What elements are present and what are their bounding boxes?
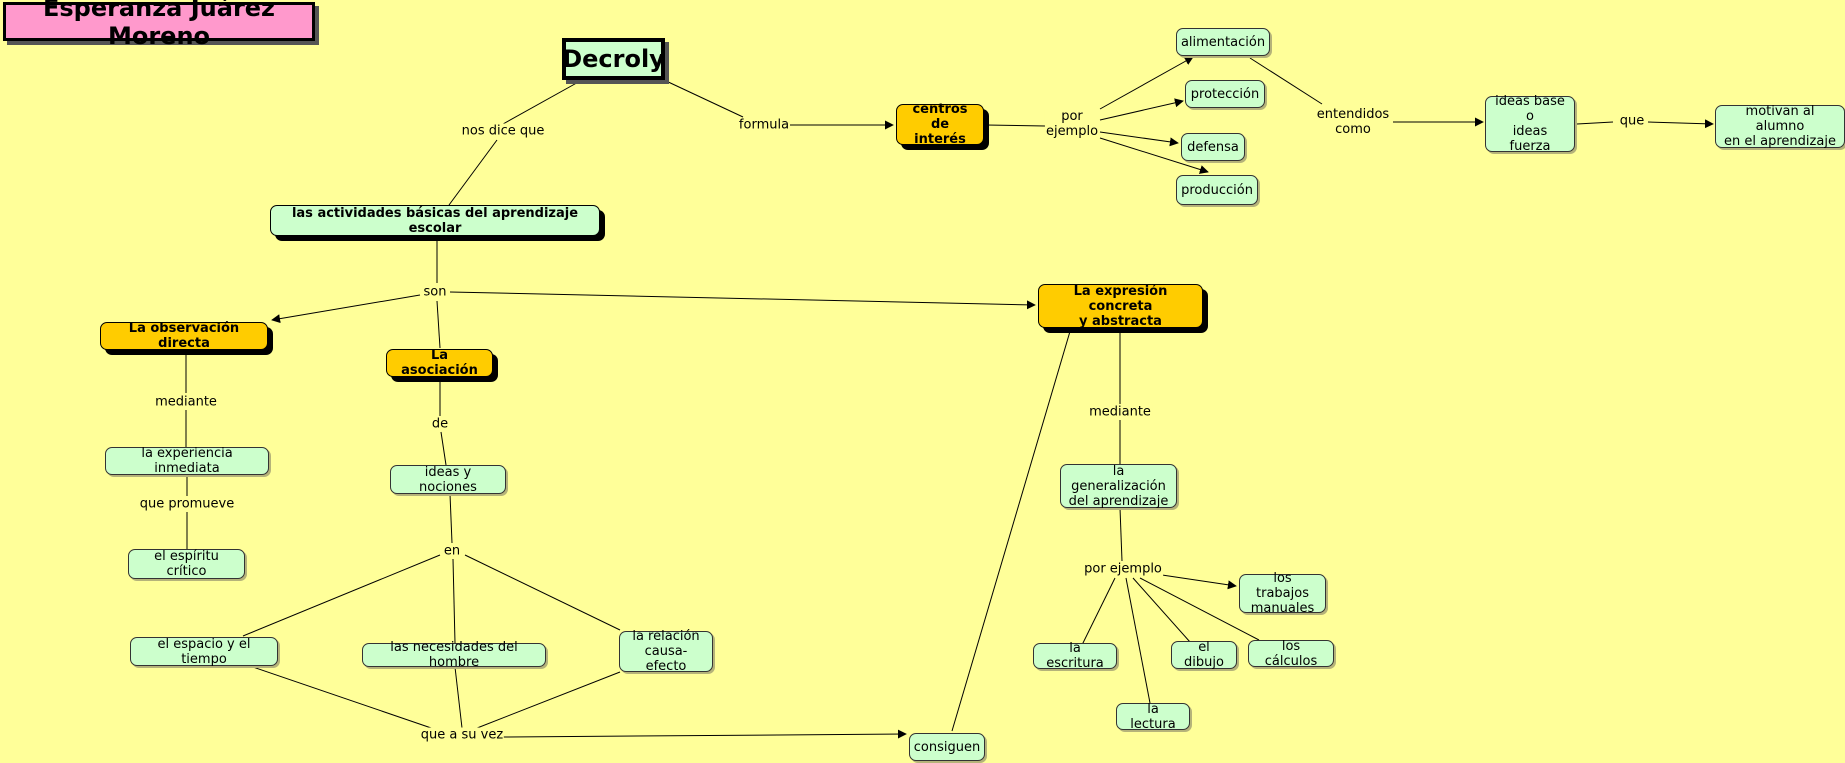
author-title: Esperanza Juárez Moreno (3, 0, 315, 50)
connector-line (454, 666, 463, 729)
connector-line (1099, 131, 1179, 147)
concept-necesidades-del-hombre[interactable]: las necesidades del hombre (362, 640, 546, 670)
concept-expresion-concreta[interactable]: La expresión concreta y abstracta (1038, 284, 1203, 329)
concept-lectura[interactable]: la lectura (1116, 702, 1190, 732)
concept-actividades-basicas[interactable]: las actividades básicas del aprendizaje … (270, 205, 600, 236)
link-de[interactable]: de (430, 416, 450, 432)
connector-line (1125, 577, 1151, 704)
link-en[interactable]: en (442, 543, 462, 559)
concept-observacion-directa[interactable]: La observación directa (100, 321, 268, 351)
link-por-ejemplo-generalizacion[interactable]: por ejemplo (1083, 561, 1163, 577)
connector-line (1161, 574, 1237, 590)
concept-consiguen[interactable]: consiguen (909, 733, 985, 761)
connector-line (436, 300, 441, 349)
connector-line (951, 327, 1072, 732)
connector-line (449, 291, 1036, 310)
concept-proteccion[interactable]: protección (1185, 80, 1265, 108)
concept-trabajos-manuales[interactable]: los trabajos manuales (1239, 571, 1326, 616)
concept-escritura[interactable]: la escritura (1033, 641, 1117, 671)
link-nos-dice-que[interactable]: nos dice que (460, 123, 546, 139)
concept-produccion[interactable]: producción (1176, 175, 1258, 205)
concept-ideas-y-nociones[interactable]: ideas y nociones (390, 465, 506, 495)
concept-generalizacion[interactable]: la generalización del aprendizaje (1060, 464, 1177, 509)
concept-defensa[interactable]: defensa (1181, 133, 1245, 161)
connector-line (1139, 577, 1260, 641)
concept-calculos[interactable]: los cálculos (1248, 639, 1334, 669)
link-mediante-expresion[interactable]: mediante (1088, 404, 1152, 420)
connector-line (242, 554, 441, 637)
connector-line (1099, 137, 1209, 174)
concept-motivan-al-alumno[interactable]: motivan al alumno en el aprendizaje (1715, 104, 1845, 149)
connector-line (448, 139, 498, 206)
concept-asociacion[interactable]: La asociación (386, 348, 493, 378)
concept-decroly[interactable]: Decroly (562, 38, 665, 80)
link-que[interactable]: que (1618, 113, 1646, 129)
concept-experiencia-inmediata[interactable]: la experiencia inmediata (105, 446, 269, 476)
connector-line (471, 671, 621, 731)
link-que-promueve[interactable]: que promueve (138, 496, 236, 512)
connector-line (464, 554, 621, 631)
concept-alimentacion[interactable]: alimentación (1176, 28, 1270, 56)
link-mediante-observacion[interactable]: mediante (154, 394, 218, 410)
connector-line (502, 79, 583, 125)
connector-line (1099, 98, 1184, 121)
concept-dibujo[interactable]: el dibujo (1171, 640, 1237, 670)
concept-espacio-y-tiempo[interactable]: el espacio y el tiempo (130, 637, 278, 667)
connector-line (452, 558, 456, 644)
connector-line (985, 124, 1046, 127)
link-formula[interactable]: formula (737, 117, 791, 133)
connector-line (271, 294, 421, 324)
connector-line (1576, 121, 1614, 125)
link-entendidos-como[interactable]: entendidos como (1315, 107, 1391, 137)
concept-espiritu-critico[interactable]: el espíritu crítico (128, 549, 245, 579)
concept-relacion-causa-efecto[interactable]: la relación causa-efecto (619, 629, 713, 674)
connector-line (1132, 577, 1191, 643)
connector-line (1647, 119, 1714, 129)
connector-line (502, 729, 907, 739)
concept-ideas-base[interactable]: ideas base o ideas fuerza (1485, 94, 1575, 154)
link-que-a-su-vez[interactable]: que a su vez (419, 727, 505, 743)
connector-line (252, 666, 441, 732)
concept-centros-de-interes[interactable]: centros de interés (896, 102, 984, 147)
link-por-ejemplo-centros[interactable]: por ejemplo (1044, 109, 1100, 139)
connector-line (663, 79, 744, 118)
connector-line (1119, 507, 1123, 562)
connector-line (440, 431, 447, 466)
link-son[interactable]: son (422, 284, 448, 300)
connector-line (1249, 57, 1323, 105)
connector-line (1081, 577, 1116, 646)
connector-line (449, 493, 453, 544)
connector-line (1099, 56, 1194, 110)
